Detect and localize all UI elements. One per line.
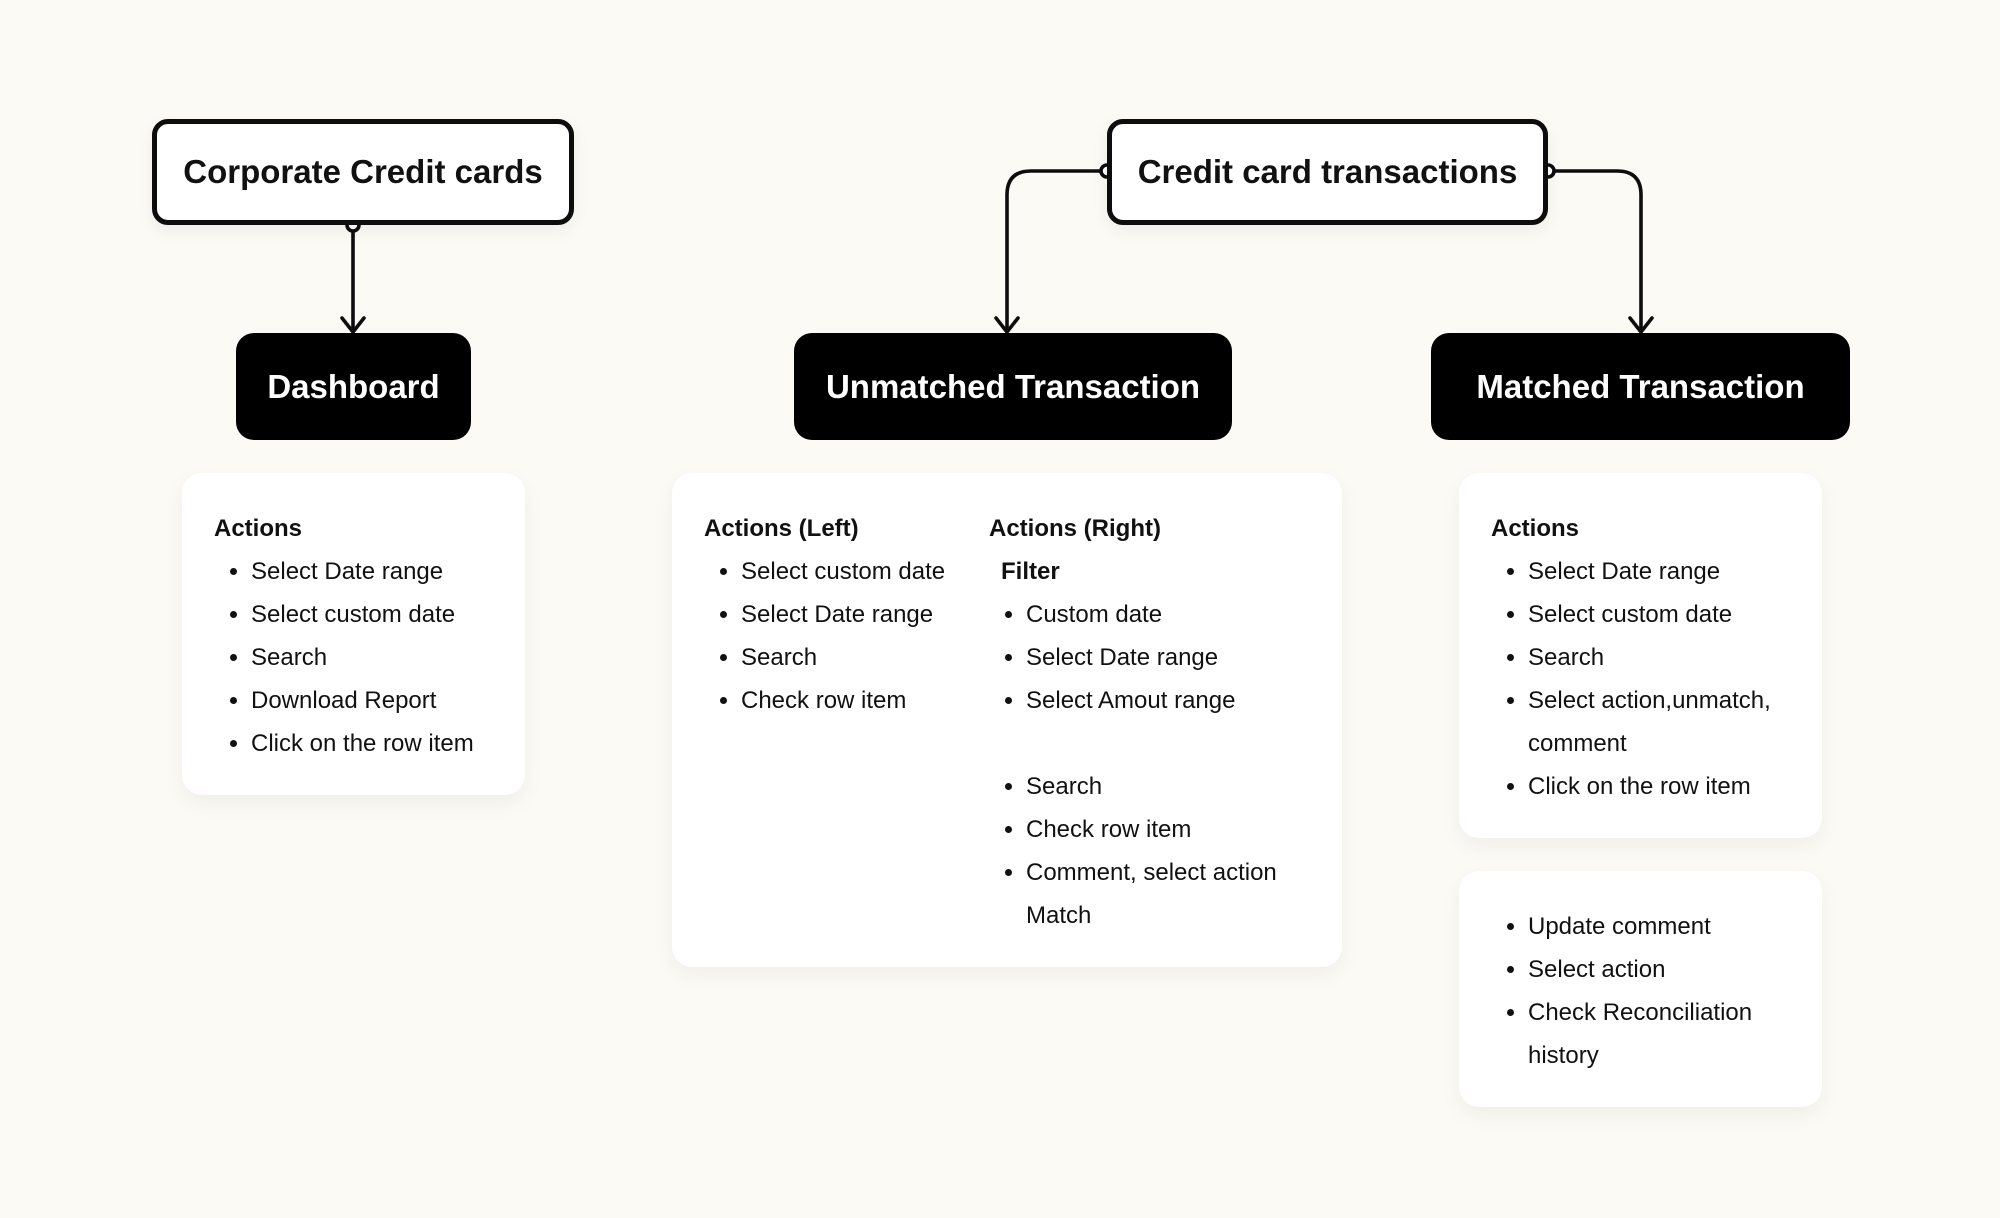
page-node-matched-transaction: Matched Transaction [1431, 333, 1850, 440]
matched-action-list: Select Date range Select custom date Sea… [1491, 550, 1824, 808]
page-node-unmatched-transaction: Unmatched Transaction [794, 333, 1232, 440]
list-item: Search [1528, 636, 1824, 679]
page-node-label: Unmatched Transaction [825, 367, 1201, 405]
dashboard-actions-card: Actions Select Date range Select custom … [182, 473, 525, 795]
list-item: Search [741, 636, 984, 679]
list-item: Select custom date [251, 593, 525, 636]
matched-detail-list: Update comment Select action Check Recon… [1491, 905, 1818, 1077]
left-action-list: Select custom date Select Date range Sea… [704, 550, 984, 722]
unmatched-actions-card: Actions (Left) Select custom date Select… [672, 473, 1342, 967]
list-item: Select custom date [741, 550, 984, 593]
dashboard-action-list: Select Date range Select custom date Sea… [214, 550, 525, 765]
filter-subheading: Filter [1001, 558, 1060, 585]
card-heading: Actions (Right) [989, 515, 1161, 542]
connector-transactions-to-unmatched [1005, 169, 1107, 330]
list-item: Select action,unmatch, comment [1528, 679, 1788, 765]
arrowhead-matched [1628, 316, 1654, 334]
page-node-label: Dashboard [267, 367, 440, 405]
list-item: Search [1026, 765, 1319, 808]
list-item: Check Reconciliation history [1528, 991, 1778, 1077]
root-node-credit-card-transactions: Credit card transactions [1107, 119, 1548, 225]
card-heading: Actions (Left) [704, 515, 859, 542]
list-item: Download Report [251, 679, 525, 722]
root-node-corporate-credit-cards: Corporate Credit cards [152, 119, 574, 225]
root-node-label: Corporate Credit cards [183, 153, 543, 190]
spacer [989, 722, 1319, 765]
list-item: Update comment [1528, 905, 1818, 948]
right-action-list: Search Check row item Comment, select ac… [989, 765, 1319, 937]
list-item: Comment, select action Match [1026, 851, 1316, 937]
list-item: Select Date range [1026, 636, 1319, 679]
card-heading: Actions [214, 515, 303, 542]
list-item: Check row item [1026, 808, 1319, 851]
list-item: Select Amout range [1026, 679, 1319, 722]
card-heading: Actions [1491, 515, 1580, 542]
list-item: Click on the row item [1528, 765, 1824, 808]
connector-transactions-to-matched [1548, 169, 1643, 330]
matched-actions-card: Actions Select Date range Select custom … [1459, 473, 1822, 838]
list-item: Select action [1528, 948, 1818, 991]
list-item: Search [251, 636, 525, 679]
matched-detail-card: Update comment Select action Check Recon… [1459, 871, 1822, 1107]
arrowhead-unmatched [994, 316, 1020, 334]
list-item: Select Date range [1528, 550, 1824, 593]
list-item: Click on the row item [251, 722, 525, 765]
actions-left-column: Actions (Left) Select custom date Select… [704, 507, 984, 722]
arrowhead-dashboard [340, 316, 366, 334]
list-item: Select custom date [1528, 593, 1824, 636]
list-item: Select Date range [741, 593, 984, 636]
root-node-label: Credit card transactions [1137, 153, 1518, 190]
list-item: Custom date [1026, 593, 1319, 636]
list-item: Check row item [741, 679, 984, 722]
list-item: Select Date range [251, 550, 525, 593]
page-node-dashboard: Dashboard [236, 333, 471, 440]
page-node-label: Matched Transaction [1476, 367, 1805, 405]
actions-right-column: Actions (Right) Filter Custom date Selec… [989, 507, 1319, 937]
filter-list: Custom date Select Date range Select Amo… [989, 593, 1319, 722]
